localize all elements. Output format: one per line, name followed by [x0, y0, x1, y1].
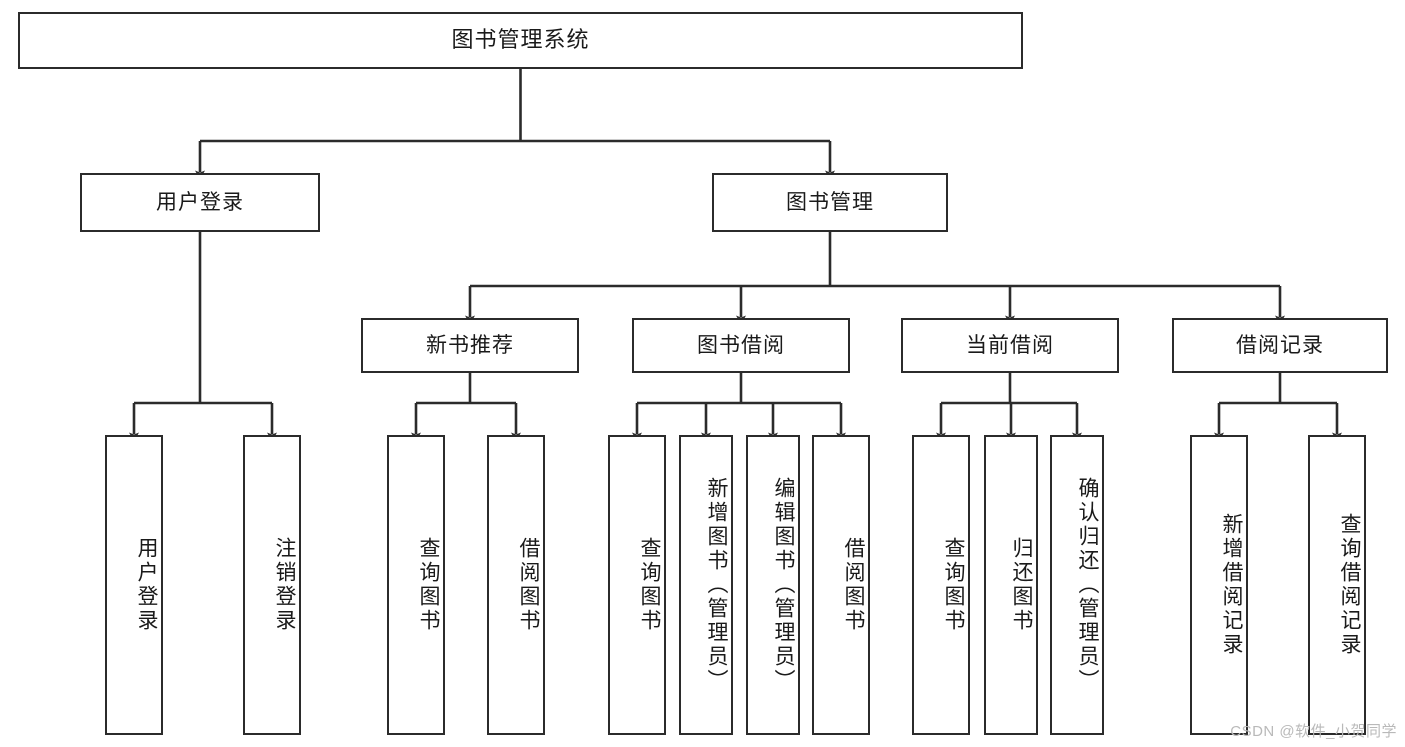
node-leaf4[interactable]: 借阅图书	[487, 435, 545, 735]
node-label: 查询借阅记录	[1338, 513, 1361, 657]
node-label: 新书推荐	[426, 333, 514, 357]
node-l1b[interactable]: 图书管理	[712, 173, 948, 232]
node-leaf6[interactable]: 新增图书（管理员）	[679, 435, 733, 735]
node-l2b[interactable]: 图书借阅	[632, 318, 850, 373]
node-leaf2[interactable]: 注销登录	[243, 435, 301, 735]
node-l1a[interactable]: 用户登录	[80, 173, 320, 232]
node-label: 图书管理	[786, 190, 874, 214]
node-leaf5[interactable]: 查询图书	[608, 435, 666, 735]
node-leaf12[interactable]: 新增借阅记录	[1190, 435, 1248, 735]
node-label: 编辑图书（管理员）	[772, 477, 795, 693]
node-label: 查询图书	[638, 537, 661, 633]
node-root[interactable]: 图书管理系统	[18, 12, 1023, 69]
node-label: 借阅图书	[517, 537, 540, 633]
node-leaf13[interactable]: 查询借阅记录	[1308, 435, 1366, 735]
node-leaf3[interactable]: 查询图书	[387, 435, 445, 735]
node-label: 归还图书	[1010, 537, 1033, 633]
node-label: 用户登录	[135, 537, 158, 633]
node-label: 确认归还（管理员）	[1076, 477, 1099, 693]
node-label: 查询图书	[417, 537, 440, 633]
node-label: 新增图书（管理员）	[705, 477, 728, 693]
node-label: 借阅记录	[1236, 333, 1324, 357]
node-leaf11[interactable]: 确认归还（管理员）	[1050, 435, 1104, 735]
node-leaf8[interactable]: 借阅图书	[812, 435, 870, 735]
node-leaf7[interactable]: 编辑图书（管理员）	[746, 435, 800, 735]
node-l2c[interactable]: 当前借阅	[901, 318, 1119, 373]
node-label: 图书借阅	[697, 333, 785, 357]
node-label: 当前借阅	[966, 333, 1054, 357]
node-label: 图书管理系统	[451, 27, 590, 53]
node-label: 借阅图书	[842, 537, 865, 633]
node-label: 注销登录	[273, 537, 296, 633]
node-l2a[interactable]: 新书推荐	[361, 318, 579, 373]
node-leaf9[interactable]: 查询图书	[912, 435, 970, 735]
node-label: 用户登录	[156, 190, 244, 214]
node-l2d[interactable]: 借阅记录	[1172, 318, 1388, 373]
node-label: 查询图书	[942, 537, 965, 633]
node-leaf10[interactable]: 归还图书	[984, 435, 1038, 735]
node-label: 新增借阅记录	[1220, 513, 1243, 657]
node-leaf1[interactable]: 用户登录	[105, 435, 163, 735]
watermark: CSDN @软件_小贺同学	[1230, 723, 1397, 740]
